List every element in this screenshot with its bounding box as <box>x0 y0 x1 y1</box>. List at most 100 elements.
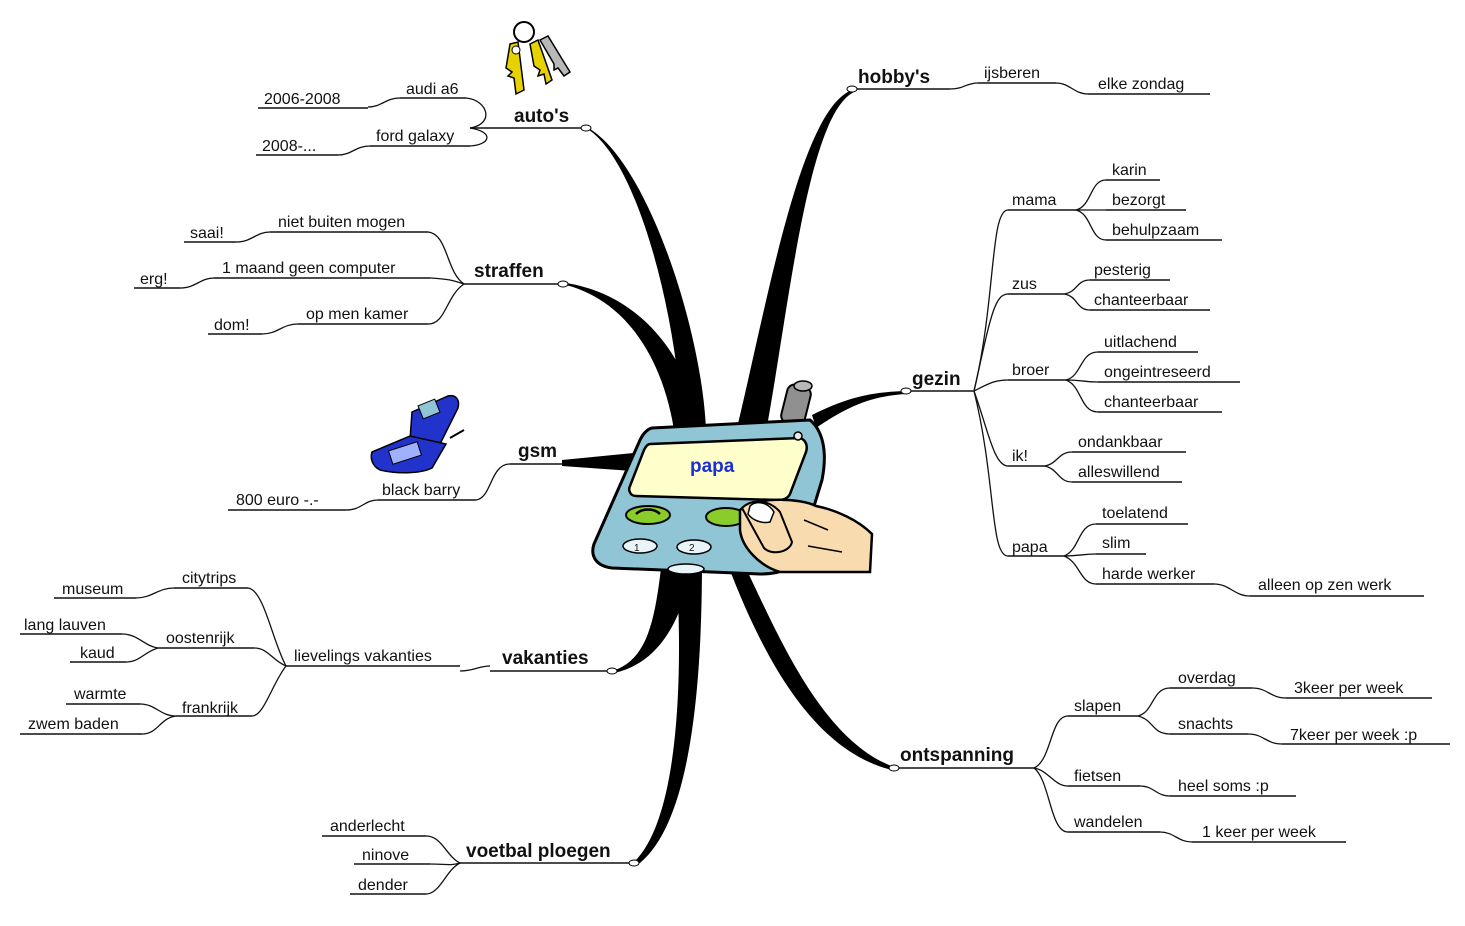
phone-antenna-tip <box>793 380 813 392</box>
node-oostenrijk[interactable]: oostenrijk <box>166 630 235 647</box>
node-snachts[interactable]: snachts <box>1178 716 1233 733</box>
link-fietsen <box>1033 767 1069 787</box>
node-heel-soms[interactable]: heel soms :p <box>1178 778 1269 795</box>
link-warmte <box>139 703 177 717</box>
flip-phone-keypad <box>387 441 423 465</box>
handset-glyph <box>635 508 661 515</box>
node-geen-computer[interactable]: 1 maand geen computer <box>222 260 396 277</box>
node-ondankbaar[interactable]: ondankbaar <box>1078 434 1163 451</box>
finger-lines <box>803 519 843 553</box>
node-gezin[interactable]: gezin <box>912 369 961 390</box>
node-straffen[interactable]: straffen <box>474 261 544 282</box>
node-toelatend[interactable]: toelatend <box>1102 505 1168 522</box>
node-audi[interactable]: audi a6 <box>406 81 459 98</box>
node-gsm[interactable]: gsm <box>518 441 557 462</box>
node-warmte[interactable]: warmte <box>73 686 127 703</box>
link-2006 <box>367 97 401 108</box>
link-maand <box>429 277 465 285</box>
node-saai[interactable]: saai! <box>190 225 224 242</box>
joint-vakanties <box>606 667 618 675</box>
node-papa[interactable]: papa <box>1012 539 1048 556</box>
node-fietsen[interactable]: fietsen <box>1074 768 1121 785</box>
link-erg <box>179 277 215 289</box>
link-slim <box>1063 553 1097 557</box>
key-1 <box>622 538 658 554</box>
node-broer[interactable]: broer <box>1012 362 1050 379</box>
node-autos[interactable]: auto's <box>514 106 569 127</box>
node-kaud[interactable]: kaud <box>80 645 115 662</box>
node-3keer[interactable]: 3keer per week <box>1294 680 1404 697</box>
node-museum[interactable]: museum <box>62 581 123 598</box>
link-kaud <box>125 647 159 663</box>
node-alleen-op-zen-werk[interactable]: alleen op zen werk <box>1258 577 1392 594</box>
node-dender[interactable]: dender <box>358 877 408 894</box>
node-hobbys[interactable]: hobby's <box>858 67 930 88</box>
key-1 <box>505 41 525 96</box>
node-chanteerbaar-zus[interactable]: chanteerbaar <box>1094 292 1189 309</box>
right-labels: hobby's ijsberen elke zondag gezin mama … <box>858 65 1417 841</box>
key-2-glyph: 2 <box>689 543 695 554</box>
node-harde-werker[interactable]: harde werker <box>1102 566 1196 583</box>
link-broer <box>973 379 1009 392</box>
node-zus[interactable]: zus <box>1012 276 1037 293</box>
node-chanteerbaar-broer[interactable]: chanteerbaar <box>1104 394 1199 411</box>
link-slapen <box>1033 715 1069 769</box>
node-uitlachend[interactable]: uitlachend <box>1104 334 1177 351</box>
node-voetbal-ploegen[interactable]: voetbal ploegen <box>466 841 611 862</box>
link-uitlachend <box>1065 351 1099 381</box>
node-citytrips[interactable]: citytrips <box>182 570 236 587</box>
node-slapen[interactable]: slapen <box>1074 698 1121 715</box>
flip-phone-antenna <box>449 429 465 439</box>
node-pesterig[interactable]: pesterig <box>1094 262 1151 279</box>
node-ijsberen[interactable]: ijsberen <box>984 65 1040 82</box>
call-key-icon <box>625 505 671 525</box>
node-frankrijk[interactable]: frankrijk <box>182 700 239 717</box>
joint-voetbal <box>628 859 640 867</box>
key-3 <box>538 35 572 78</box>
node-zwem-baden[interactable]: zwem baden <box>28 716 119 733</box>
link-behulpzaam <box>1075 209 1107 241</box>
joint-hobbys <box>846 85 858 93</box>
node-slim[interactable]: slim <box>1102 535 1130 552</box>
node-lang-lauven[interactable]: lang lauven <box>24 617 106 634</box>
node-behulpzaam[interactable]: behulpzaam <box>1112 222 1199 239</box>
node-mama[interactable]: mama <box>1012 192 1057 209</box>
node-vakanties[interactable]: vakanties <box>502 648 589 669</box>
link-blackbarry <box>475 463 511 501</box>
node-ninove[interactable]: ninove <box>362 847 409 864</box>
node-ford[interactable]: ford galaxy <box>376 128 454 145</box>
node-ontspanning[interactable]: ontspanning <box>900 745 1014 766</box>
node-dom[interactable]: dom! <box>214 317 250 334</box>
node-lievelings-vakanties[interactable]: lievelings vakanties <box>294 648 432 665</box>
link-7keer <box>1247 733 1283 745</box>
node-erg[interactable]: erg! <box>140 271 168 288</box>
link-ondankbaar <box>1043 451 1073 467</box>
node-ongeintreseerd[interactable]: ongeintreseerd <box>1104 364 1211 381</box>
node-black-barry[interactable]: black barry <box>382 482 460 499</box>
branch-gezin <box>812 391 906 428</box>
node-elke-zondag[interactable]: elke zondag <box>1098 76 1184 93</box>
link-ijsberen <box>949 82 979 90</box>
node-ik[interactable]: ik! <box>1012 448 1028 465</box>
node-op-men-kamer[interactable]: op men kamer <box>306 306 409 323</box>
node-2008[interactable]: 2008-... <box>262 138 316 155</box>
link-ford <box>469 127 488 147</box>
node-2006[interactable]: 2006-2008 <box>264 91 341 108</box>
node-7keer[interactable]: 7keer per week :p <box>1290 727 1417 744</box>
link-frankrijk <box>251 665 287 717</box>
node-1-keer[interactable]: 1 keer per week <box>1202 824 1317 841</box>
center-label: papa <box>690 456 735 477</box>
node-karin[interactable]: karin <box>1112 162 1147 179</box>
branch-gsm <box>562 452 646 472</box>
node-alleswillend[interactable]: alleswillend <box>1078 464 1160 481</box>
node-anderlecht[interactable]: anderlecht <box>330 818 405 835</box>
node-wandelen[interactable]: wandelen <box>1073 814 1143 831</box>
node-800-euro[interactable]: 800 euro -.- <box>236 492 319 509</box>
node-bezorgt[interactable]: bezorgt <box>1112 192 1166 209</box>
link-1keer <box>1159 831 1193 843</box>
node-overdag[interactable]: overdag <box>1178 670 1236 687</box>
link-pesterig <box>1063 279 1091 295</box>
link-oostenrijk <box>253 647 287 667</box>
link-ik <box>973 390 1009 467</box>
node-niet-buiten[interactable]: niet buiten mogen <box>278 214 405 231</box>
